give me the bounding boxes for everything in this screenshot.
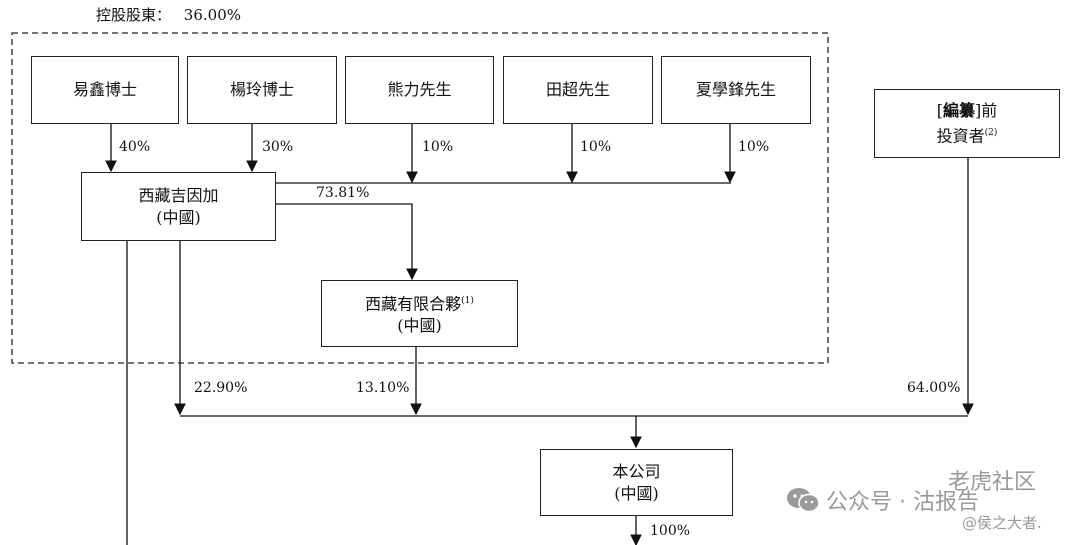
header-label: 控股股東： — [96, 6, 172, 24]
company-box: 本公司 (中國) — [540, 449, 733, 516]
footnote-marker: (2) — [984, 127, 998, 138]
shareholder-name: 楊玲博士 — [229, 80, 294, 99]
shareholder-yang-ling: 楊玲博士 — [187, 56, 337, 124]
entity-jurisdiction: (中國) — [614, 483, 659, 503]
entity-name: 本公司 — [612, 461, 661, 481]
entity-jurisdiction: (中國) — [156, 207, 201, 227]
shareholder-yi-xin: 易鑫博士 — [31, 56, 179, 124]
redacted-text: 編纂 — [942, 100, 975, 120]
pct-xiong-li: 10% — [422, 139, 454, 155]
shareholder-name: 易鑫博士 — [72, 80, 137, 99]
shareholder-name: 熊力先生 — [387, 80, 452, 99]
controlling-group-border — [11, 32, 829, 364]
pct-tian-chao: 10% — [580, 139, 612, 155]
pct-jiyinjia-to-company: 22.90% — [194, 380, 248, 396]
pct-pre-investors: 64.00% — [907, 380, 961, 396]
pct-yi-xin: 40% — [119, 139, 151, 155]
shareholder-xia-xuefeng: 夏學鋒先生 — [661, 56, 811, 124]
pct-jiyinjia-to-lp: 73.81% — [316, 185, 370, 201]
pct-lp-to-company: 13.10% — [356, 380, 410, 396]
pct-subsidiary: 100% — [650, 523, 691, 539]
header-value: 36.00% — [183, 6, 241, 24]
pre-investors-box: [編纂]前 投資者(2) — [874, 89, 1060, 158]
tibet-jiyinjia-box: 西藏吉因加 (中國) — [81, 172, 276, 241]
shareholder-name: 夏學鋒先生 — [695, 80, 776, 99]
watermark-account-text: 公众号 · 沽报告 — [826, 490, 979, 515]
tibet-lp-box: 西藏有限合夥(1) (中國) — [321, 280, 518, 347]
entity-name: 投資者 — [936, 126, 985, 146]
entity-name: 西藏有限合夥 — [365, 294, 462, 314]
wechat-icon — [787, 488, 820, 513]
shareholder-tian-chao: 田超先生 — [503, 56, 653, 124]
pct-yang-ling: 30% — [262, 139, 294, 155]
controlling-shareholders-header: 控股股東： 36.00% — [96, 4, 241, 25]
watermark-community: 老虎社区 — [948, 470, 1037, 495]
entity-name: 西藏吉因加 — [138, 185, 219, 205]
watermark-handle: @侯之大者. — [962, 514, 1042, 532]
shareholder-xiong-li: 熊力先生 — [345, 56, 494, 124]
pct-xia-xuefeng: 10% — [738, 139, 770, 155]
bracket-close: ]前 — [975, 100, 998, 120]
footnote-marker: (1) — [461, 295, 474, 306]
watermark-account: 公众号 · 沽报告 — [786, 484, 979, 516]
bracket-open: [ — [936, 100, 943, 120]
shareholder-name: 田超先生 — [545, 80, 610, 99]
entity-jurisdiction: (中國) — [397, 316, 442, 336]
